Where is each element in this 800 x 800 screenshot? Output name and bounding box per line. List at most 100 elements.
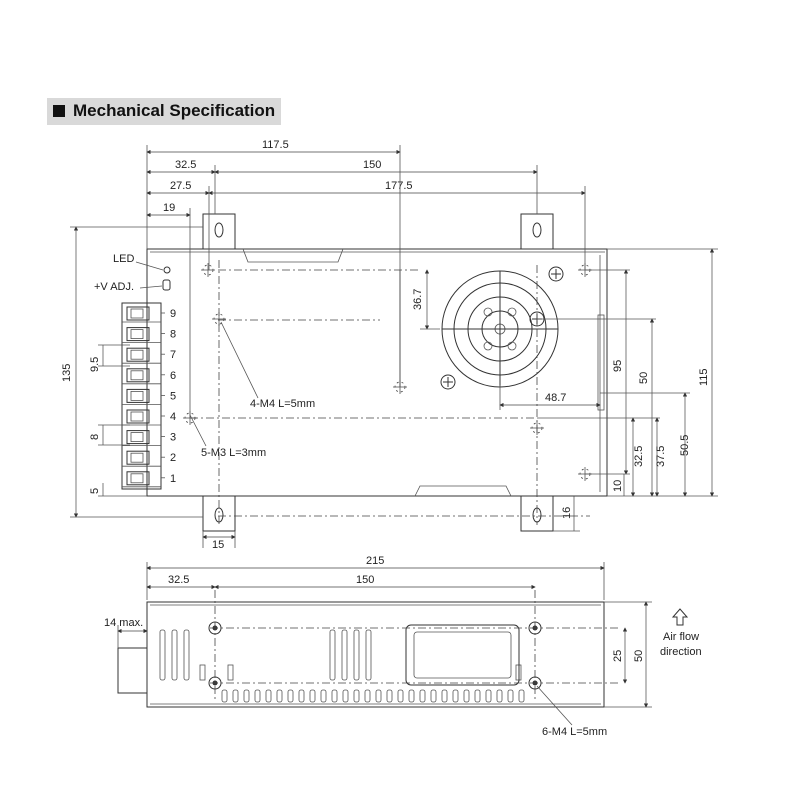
dim-95: 95	[612, 360, 624, 372]
terminal-label: 2	[170, 452, 176, 464]
dim-150: 150	[363, 159, 381, 171]
terminal-6: 6	[122, 368, 176, 385]
vent-slots-left	[159, 629, 190, 681]
side-dim-50: 50	[633, 650, 645, 662]
terminal-label: 8	[170, 329, 176, 341]
airflow-label-line1: Air flow	[663, 631, 699, 643]
fin	[496, 689, 503, 703]
dim-32-5: 32.5	[175, 159, 196, 171]
bottom-fins	[221, 689, 525, 703]
dim-50-5: 50.5	[679, 435, 691, 456]
fin	[276, 689, 283, 703]
side-view: 215 32.5 150 14 max. 25 50 Air flow dire…	[104, 555, 702, 738]
dimensions-left: 135 9.5 8 5	[61, 226, 203, 518]
terminal-8: 8	[122, 327, 176, 344]
v-adj-label: +V ADJ.	[94, 281, 134, 293]
terminal-label: 1	[170, 473, 176, 485]
fin	[320, 689, 327, 703]
terminal-label: 9	[170, 308, 176, 320]
terminal-label: 7	[170, 349, 176, 361]
fin	[364, 689, 371, 703]
dim-37-5: 37.5	[655, 446, 667, 467]
dimensions-right: 115 95 50 32.5 37.5 50.5 10 16 36.7	[399, 248, 718, 532]
dim-115: 115	[698, 368, 710, 386]
fin	[386, 689, 393, 703]
dim-15: 15	[212, 539, 224, 551]
side-dim-215: 215	[366, 555, 384, 567]
vent-slots-mid	[329, 629, 372, 681]
terminal-3: 3	[122, 430, 176, 447]
terminal-label: 4	[170, 411, 176, 423]
fin	[452, 689, 459, 703]
terminal-1: 1	[122, 471, 176, 488]
terminal-label: 6	[170, 370, 176, 382]
dim-16: 16	[561, 507, 573, 519]
section-title: Mechanical Specification	[73, 101, 276, 120]
dim-32-5-right: 32.5	[633, 446, 645, 467]
fan-screw-bl	[440, 374, 456, 390]
terminal-4: 4	[122, 409, 176, 426]
side-m4-note: 6-M4 L=5mm	[542, 726, 607, 738]
fin	[441, 689, 448, 703]
fin	[221, 689, 228, 703]
fin	[397, 689, 404, 703]
section-header: Mechanical Specification	[47, 98, 281, 125]
mounting-tab-top-right	[520, 213, 554, 250]
fin	[485, 689, 492, 703]
case-outline	[146, 248, 608, 497]
fin	[353, 689, 360, 703]
fan-screw-tl	[548, 266, 564, 282]
top-view: 9 8 7 6 5 4 3 2 1 LED +V ADJ. 4-M4 L=5mm 5-M3 L=…	[61, 139, 718, 551]
terminal-5: 5	[122, 388, 176, 405]
fin	[507, 689, 514, 703]
dim-117-5: 117.5	[262, 139, 289, 151]
terminal-label: 5	[170, 390, 176, 402]
terminal-2: 2	[122, 450, 176, 467]
v-adj-trimmer	[162, 279, 171, 291]
terminal-7: 7	[122, 347, 176, 364]
fin	[463, 689, 470, 703]
dim-10: 10	[612, 480, 624, 492]
led-indicator	[163, 266, 171, 274]
screw-hole-1	[201, 263, 215, 277]
airflow-label-line2: direction	[660, 646, 702, 658]
dim-177-5: 177.5	[385, 180, 413, 192]
header-square-icon	[53, 105, 65, 117]
fan-guard	[441, 270, 559, 388]
dim-135: 135	[61, 364, 73, 382]
fin	[254, 689, 261, 703]
fin	[430, 689, 437, 703]
fan-window	[405, 624, 520, 686]
fin	[474, 689, 481, 703]
fin	[265, 689, 272, 703]
fin	[518, 689, 525, 703]
dim-9-5: 9.5	[89, 357, 101, 372]
fin	[232, 689, 239, 703]
mounting-tab-top-left	[202, 213, 236, 250]
fin	[243, 689, 250, 703]
led-label: LED	[113, 253, 134, 265]
dim-48-7: 48.7	[545, 392, 566, 404]
fin	[419, 689, 426, 703]
dim-27-5: 27.5	[170, 180, 191, 192]
dim-36-7: 36.7	[412, 289, 424, 310]
dim-8: 8	[89, 434, 101, 440]
side-case-outline	[146, 601, 605, 708]
fin	[375, 689, 382, 703]
fin	[287, 689, 294, 703]
dim-19: 19	[163, 202, 175, 214]
fin	[342, 689, 349, 703]
dim-5: 5	[89, 488, 101, 494]
side-dim-14max: 14 max.	[104, 617, 143, 629]
terminal-label: 3	[170, 432, 176, 444]
terminal-9: 9	[122, 306, 176, 323]
dim-50: 50	[638, 372, 650, 384]
fin	[309, 689, 316, 703]
fin	[408, 689, 415, 703]
m4-note: 4-M4 L=5mm	[250, 398, 315, 410]
fin	[331, 689, 338, 703]
airflow-arrow-icon	[671, 608, 689, 626]
fin	[298, 689, 305, 703]
m3-note: 5-M3 L=3mm	[201, 447, 266, 459]
